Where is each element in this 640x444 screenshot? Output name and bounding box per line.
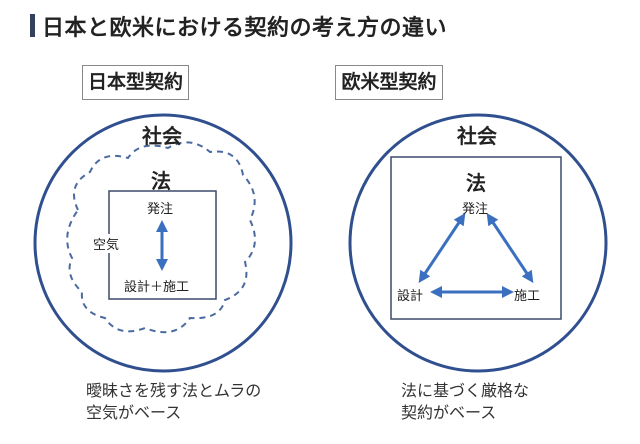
society-label-right: 社会 — [457, 124, 497, 148]
society-label-left: 社会 — [142, 124, 182, 148]
caption-right: 法に基づく厳格な 契約がベース — [401, 380, 529, 424]
title-accent-bar — [30, 14, 35, 37]
society-circle-right — [348, 113, 608, 373]
page-title: 日本と欧米における契約の考え方の違い — [42, 16, 448, 41]
build-label: 施工 — [514, 289, 541, 304]
caption-left-line2: 空気がベース — [86, 403, 182, 422]
air-cloud — [66, 141, 256, 334]
japan-contract-label: 日本型契約 — [82, 65, 189, 100]
order-label-left: 発注 — [147, 202, 174, 217]
western-contract-label: 欧米型契約 — [335, 65, 443, 100]
design-label: 設計 — [397, 289, 424, 304]
caption-right-line1: 法に基づく厳格な — [401, 381, 530, 400]
air-label: 空気 — [93, 234, 120, 253]
society-circle-left — [33, 113, 293, 373]
law-label-right: 法 — [466, 171, 486, 195]
caption-left-line1: 曖昧さを残す法とムラの — [86, 381, 262, 400]
caption-left: 曖昧さを残す法とムラの 空気がベース — [86, 380, 261, 424]
design-build-label: 設計＋施工 — [124, 280, 190, 295]
order-label-right: 発注 — [462, 202, 489, 217]
order-design-arrow-right — [418, 213, 466, 283]
law-label-left: 法 — [151, 169, 171, 193]
caption-right-line2: 契約がベース — [401, 403, 497, 422]
order-build-arrow — [486, 213, 534, 283]
